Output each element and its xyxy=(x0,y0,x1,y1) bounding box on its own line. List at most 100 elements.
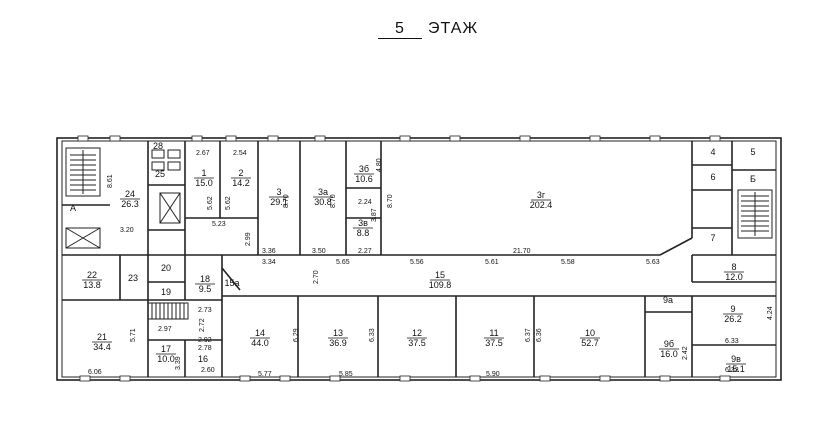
dimension-label: 5.62 xyxy=(225,196,232,210)
floor-label: ЭТАЖ xyxy=(428,20,479,37)
dimension-label: 2.73 xyxy=(198,307,212,314)
dimension-label: 3.87 xyxy=(371,208,378,222)
room-r28: 28 xyxy=(153,141,163,151)
room-area: 52.7 xyxy=(581,338,599,348)
dimension-label: 2.99 xyxy=(245,232,252,246)
room-area: 13.8 xyxy=(83,280,101,290)
room-r19: 19 xyxy=(161,287,171,297)
room-area: 10.6 xyxy=(355,174,373,184)
room-number: 7 xyxy=(710,233,715,243)
dimension-label: 5.65 xyxy=(336,259,350,266)
stair-left xyxy=(65,147,101,197)
room-number: 20 xyxy=(161,263,171,273)
room-number: 28 xyxy=(153,141,163,151)
dimension-label: 21.70 xyxy=(513,248,531,255)
room-number: 16 xyxy=(198,354,208,364)
room-r5: 5 xyxy=(750,147,755,157)
room-area: 36.9 xyxy=(329,338,347,348)
room-area: 29.1 xyxy=(270,197,288,207)
room-number: 2 xyxy=(238,168,243,178)
room-area: 44.0 xyxy=(251,338,269,348)
room-number: 25 xyxy=(155,169,165,179)
room-r6: 6 xyxy=(710,172,715,182)
room-r16: 16 xyxy=(198,354,208,364)
floor-title: 5 ЭТАЖ xyxy=(378,20,478,39)
room-r3v: 3в8.8 xyxy=(353,218,373,238)
dimension-label: 3.36 xyxy=(262,248,276,255)
room-number: 21 xyxy=(97,332,107,342)
room-number: 9в xyxy=(731,354,741,364)
dimension-label: 6.33 xyxy=(725,338,739,345)
room-area: 34.4 xyxy=(93,342,111,352)
dimension-label: 2.70 xyxy=(313,270,320,284)
dimension-label: 6.37 xyxy=(525,328,532,342)
dimension-label: 4.80 xyxy=(376,158,383,172)
dimension-label: 2.92 xyxy=(198,337,212,344)
room-area: 30.8 xyxy=(314,197,332,207)
room-number: 18 xyxy=(200,274,210,284)
room-number: 23 xyxy=(128,273,138,283)
room-area: 8.8 xyxy=(357,228,370,238)
room-number: 10 xyxy=(585,328,595,338)
room-r18: 189.5 xyxy=(195,274,215,294)
walls-top-row xyxy=(185,141,693,256)
room-area: 26.3 xyxy=(121,199,139,209)
room-number: Б xyxy=(750,174,756,184)
dimension-label: 6.29 xyxy=(293,328,300,342)
room-r15a: 15а xyxy=(224,278,239,288)
room-area: 26.2 xyxy=(724,314,742,324)
dimension-label: 5.23 xyxy=(212,221,226,228)
room-area: 15.0 xyxy=(195,178,213,188)
room-number: 24 xyxy=(125,189,135,199)
room-area: 37.5 xyxy=(408,338,426,348)
room-number: 11 xyxy=(489,328,498,338)
room-area: 202.4 xyxy=(530,200,553,210)
floor-number: 5 xyxy=(378,20,422,39)
outer-wall xyxy=(56,137,782,381)
room-r9a: 9а xyxy=(663,295,673,305)
room-number: 3г xyxy=(537,190,546,200)
room-area: 37.5 xyxy=(485,338,503,348)
dimension-label: 6.33 xyxy=(725,367,739,374)
room-number: 6 xyxy=(710,172,715,182)
room-area: 14.2 xyxy=(232,178,250,188)
dimension-label: 6.06 xyxy=(88,369,102,376)
inner-outline xyxy=(61,140,777,378)
ventilation-grille xyxy=(147,302,189,320)
dimension-label: 3.39 xyxy=(175,356,182,370)
room-area: 109.8 xyxy=(429,280,452,290)
dimension-label: 2.24 xyxy=(358,199,372,206)
room-r8: 812.0 xyxy=(724,262,744,282)
room-number: 8 xyxy=(731,262,736,272)
walls-bottom-row xyxy=(62,255,776,377)
room-number: 15а xyxy=(224,278,239,288)
dimension-label: 6.33 xyxy=(369,328,376,342)
room-rA: А xyxy=(70,203,76,213)
elevator-shaft xyxy=(65,192,181,249)
windows-top xyxy=(77,135,721,142)
dimension-label: 5.71 xyxy=(130,328,137,342)
dimension-label: 3.20 xyxy=(120,227,134,234)
dimension-label: 2.42 xyxy=(682,346,689,360)
room-number: 9б xyxy=(664,339,674,349)
room-area: 12.0 xyxy=(725,272,743,282)
room-r23: 23 xyxy=(128,273,138,283)
dimension-label: 8.70 xyxy=(283,194,290,208)
dimension-label: 2.72 xyxy=(199,318,206,332)
stair-right xyxy=(737,189,773,239)
room-r3: 329.1 xyxy=(269,187,289,207)
room-number: 3 xyxy=(276,187,281,197)
room-rB: Б xyxy=(750,174,756,184)
